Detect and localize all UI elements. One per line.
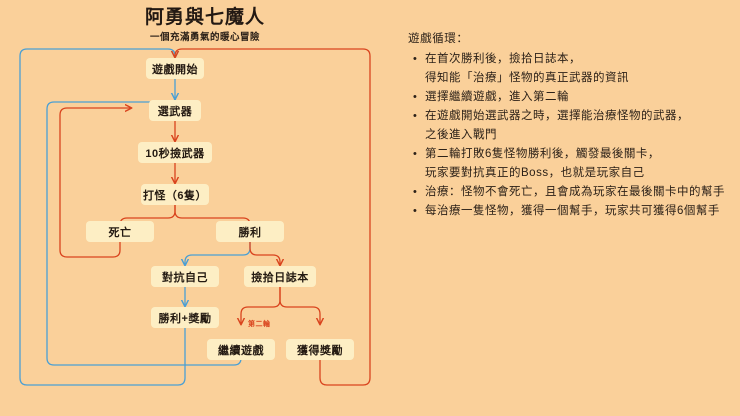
list-item: • 選擇繼續遊戲，進入第二輪 <box>408 88 734 107</box>
bullet-icon: • <box>413 91 418 103</box>
list-item: • 每治療一隻怪物，獲得一個幫手，玩家共可獲得6個幫手 <box>408 202 734 221</box>
node-victory-reward[interactable]: 勝利+獎勵 <box>151 307 219 328</box>
node-pick-journal[interactable]: 撿拾日誌本 <box>244 266 316 287</box>
note-line-2: 之後進入戰門 <box>425 129 497 141</box>
note-line-2: 得知能「治療」怪物的真正武器的資訊 <box>425 72 629 84</box>
note-line-1: 每治療一隻怪物，獲得一個幫手，玩家共可獲得6個幫手 <box>425 205 720 217</box>
note-line-1: 治療：怪物不會死亡，且會成為玩家在最後關卡中的幫手 <box>425 186 725 198</box>
node-pick-weapon[interactable]: 選武器 <box>149 100 201 121</box>
bullet-icon: • <box>413 110 418 122</box>
node-fight-monsters[interactable]: 打怪（6隻） <box>141 184 209 205</box>
page-subtitle: 一個充滿勇氣的暖心冒險 <box>149 32 260 43</box>
node-fight-self[interactable]: 對抗自己 <box>151 266 219 287</box>
list-item: • 第二輪打敗6隻怪物勝利後，觸發最後關卡， 玩家要對抗真正的Boss，也就是玩… <box>408 145 734 183</box>
note-line-1: 選擇繼續遊戲，進入第二輪 <box>425 91 569 103</box>
note-line-1: 第二輪打敗6隻怪物勝利後，觸發最後關卡， <box>425 148 660 160</box>
node-victory[interactable]: 勝利 <box>216 221 284 242</box>
node-get-reward[interactable]: 獲得獎勵 <box>286 339 354 360</box>
flowchart: 遊戲開始 選武器 10秒撿武器 打怪（6隻） 死亡 勝利 對抗自己 撿拾日誌本 … <box>19 48 371 386</box>
notes-list: • 在首次勝利後，撿拾日誌本， 得知能「治療」怪物的真正武器的資訊 • 選擇繼續… <box>408 50 734 221</box>
node-grab-weapon-10s[interactable]: 10秒撿武器 <box>138 142 212 163</box>
list-item: • 在首次勝利後，撿拾日誌本， 得知能「治療」怪物的真正武器的資訊 <box>408 50 734 88</box>
list-item: • 在遊戲開始選武器之時，選擇能治療怪物的武器， 之後進入戰門 <box>408 107 734 145</box>
page-title: 阿勇與七魔人 <box>144 7 265 28</box>
list-item: • 治療：怪物不會死亡，且會成為玩家在最後關卡中的幫手 <box>408 183 734 202</box>
edge-label-round-two: 第二輪 <box>248 321 271 328</box>
note-line-2: 玩家要對抗真正的Boss，也就是玩家自己 <box>425 167 645 179</box>
bullet-icon: • <box>413 205 418 217</box>
bullet-icon: • <box>413 148 418 160</box>
node-continue-game[interactable]: 繼續遊戲 <box>207 339 275 360</box>
node-death[interactable]: 死亡 <box>86 221 154 242</box>
node-start[interactable]: 遊戲開始 <box>146 58 204 79</box>
title-block: 阿勇與七魔人 一個充滿勇氣的暖心冒險 <box>60 6 350 45</box>
note-line-1: 在遊戲開始選武器之時，選擇能治療怪物的武器， <box>425 110 689 122</box>
notes-panel: 遊戲循環： • 在首次勝利後，撿拾日誌本， 得知能「治療」怪物的真正武器的資訊 … <box>408 30 734 221</box>
notes-heading: 遊戲循環： <box>408 33 469 45</box>
note-line-1: 在首次勝利後，撿拾日誌本， <box>425 53 581 65</box>
bullet-icon: • <box>413 186 418 198</box>
bullet-icon: • <box>413 53 418 65</box>
